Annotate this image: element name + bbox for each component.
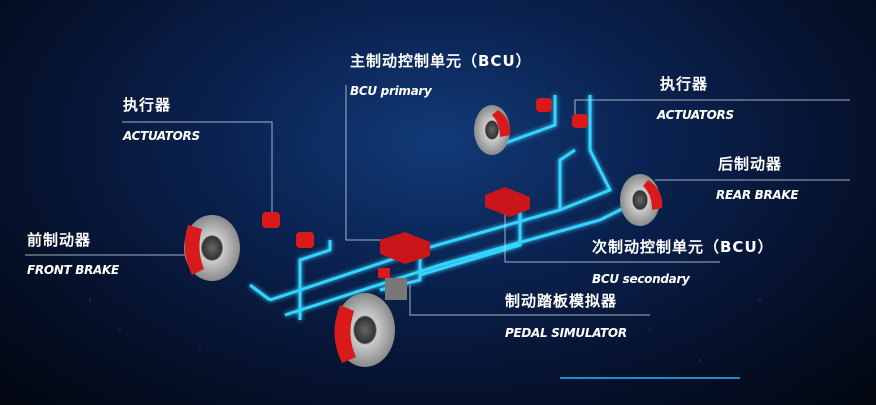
bcu-secondary-unit bbox=[485, 187, 530, 217]
front-brake-cn: 前制动器 bbox=[27, 231, 92, 249]
actuators-right-label: 执行器 ACTUATORS bbox=[657, 73, 734, 122]
bcu-primary-label: 主制动控制单元（BCU） BCU primary bbox=[350, 50, 532, 98]
pedal-simulator-cn: 制动踏板模拟器 bbox=[505, 292, 618, 310]
brake-lines bbox=[249, 95, 641, 320]
actuators-left-label: 执行器 ACTUATORS bbox=[123, 94, 200, 143]
front-brake-label: 前制动器 FRONT BRAKE bbox=[27, 229, 119, 277]
rear-left-brake bbox=[474, 105, 511, 155]
actuators-right-cn: 执行器 bbox=[660, 75, 709, 93]
bcu-secondary-en: BCU secondary bbox=[592, 272, 690, 286]
actuators-left-en: ACTUATORS bbox=[123, 129, 200, 143]
bcu-primary-unit bbox=[380, 232, 430, 264]
front-brake-en: FRONT BRAKE bbox=[27, 263, 119, 277]
bcu-primary-en: BCU primary bbox=[350, 84, 432, 98]
pedal-simulator-en: PEDAL SIMULATOR bbox=[505, 326, 627, 340]
pedal-simulator-label: 制动踏板模拟器 PEDAL SIMULATOR bbox=[505, 290, 627, 340]
bcu-secondary-cn: 次制动控制单元（BCU） bbox=[592, 238, 774, 256]
front-right-brake bbox=[334, 293, 395, 367]
bcu-secondary-label: 次制动控制单元（BCU） BCU secondary bbox=[592, 236, 774, 286]
actuator-units bbox=[262, 98, 588, 248]
leader-lines bbox=[25, 85, 850, 316]
pedal-simulator-unit bbox=[378, 268, 407, 300]
rear-brake-cn: 后制动器 bbox=[718, 155, 783, 173]
actuators-right-en: ACTUATORS bbox=[657, 108, 734, 122]
bcu-primary-cn: 主制动控制单元（BCU） bbox=[350, 52, 532, 70]
front-left-brake bbox=[184, 215, 240, 281]
rear-right-brake bbox=[620, 174, 663, 226]
actuators-left-cn: 执行器 bbox=[123, 96, 172, 114]
floor-grid bbox=[89, 299, 761, 361]
rear-brake-label: 后制动器 REAR BRAKE bbox=[716, 153, 799, 202]
rear-brake-en: REAR BRAKE bbox=[716, 188, 799, 202]
